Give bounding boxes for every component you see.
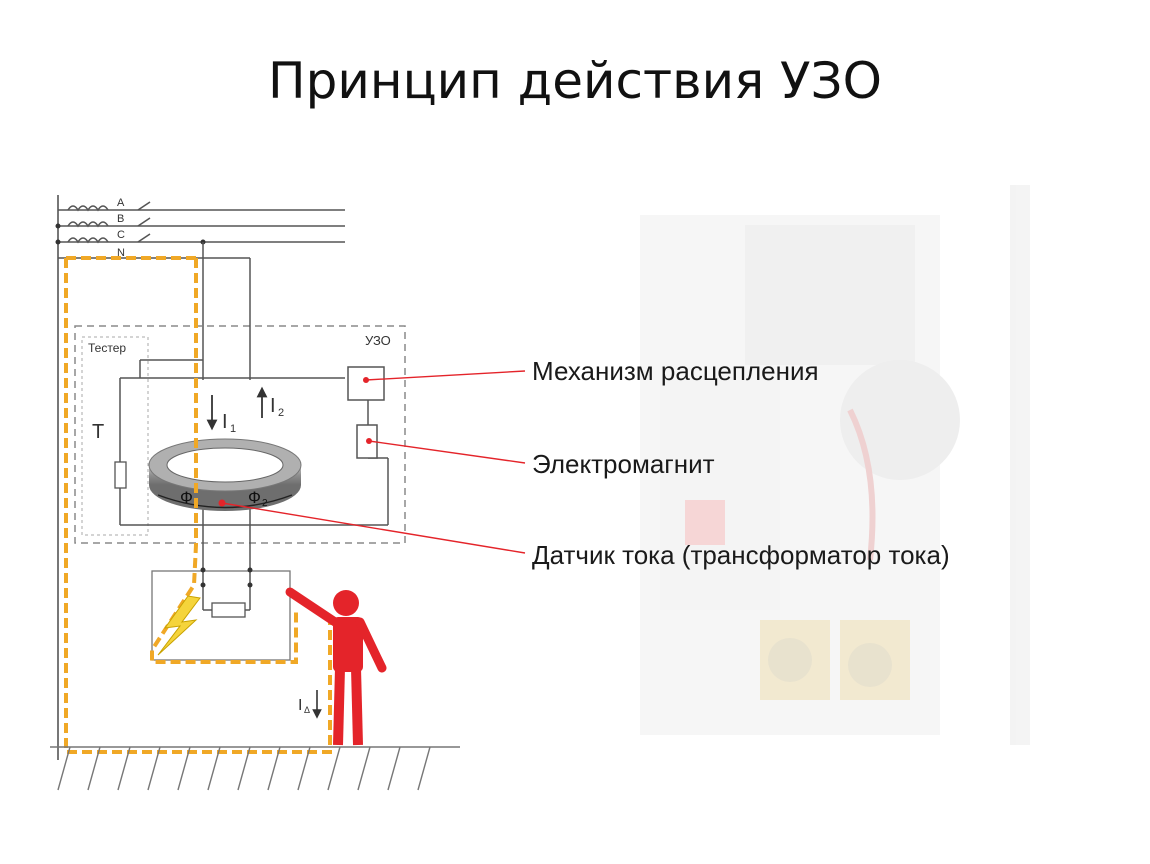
leak-sub: Δ — [304, 705, 310, 715]
person-icon — [285, 587, 387, 746]
switch-icon — [137, 201, 151, 211]
tester-label: Тестер — [88, 341, 126, 355]
toroid-icon — [148, 438, 302, 511]
internal-wiring — [119, 242, 389, 611]
resistor-icon — [114, 461, 127, 489]
callout-trip-mechanism: Механизм расцепления — [532, 356, 819, 386]
leak-label: I — [298, 697, 302, 714]
lightning-icon — [157, 595, 201, 656]
rcd-label: УЗО — [365, 333, 391, 348]
inductor-icon — [67, 205, 109, 212]
rcd-device-background — [640, 185, 1030, 745]
ground-icon — [50, 746, 460, 791]
test-button-label: Т — [92, 421, 104, 443]
supply-lines — [57, 195, 345, 760]
fault-current-path — [64, 256, 332, 754]
phi2-sub: 2 — [262, 498, 268, 509]
phase-a-label: A — [117, 197, 125, 209]
callout-leaders — [221, 370, 526, 554]
current-arrows — [206, 386, 268, 431]
load-resistor — [211, 602, 246, 618]
phase-labels: A B C N — [117, 197, 125, 259]
callout-current-sensor: Датчик тока (трансформатор тока) — [532, 540, 950, 570]
phase-b-label: B — [117, 213, 124, 225]
i2-sub: 2 — [278, 407, 284, 419]
phi2-label: Ф — [248, 488, 261, 507]
i1-sub: 1 — [230, 423, 236, 435]
trip-mechanism-box — [347, 366, 385, 401]
phase-c-label: C — [117, 229, 125, 241]
phi1-label: Ф — [180, 488, 193, 507]
page-title: Принцип действия УЗО — [268, 52, 882, 110]
i1-label: I — [222, 411, 228, 433]
callout-electromagnet: Электромагнит — [532, 449, 715, 479]
rcd-box — [74, 325, 406, 544]
i2-label: I — [270, 395, 276, 417]
phase-n-label: N — [117, 247, 125, 259]
tester-box — [81, 336, 149, 536]
